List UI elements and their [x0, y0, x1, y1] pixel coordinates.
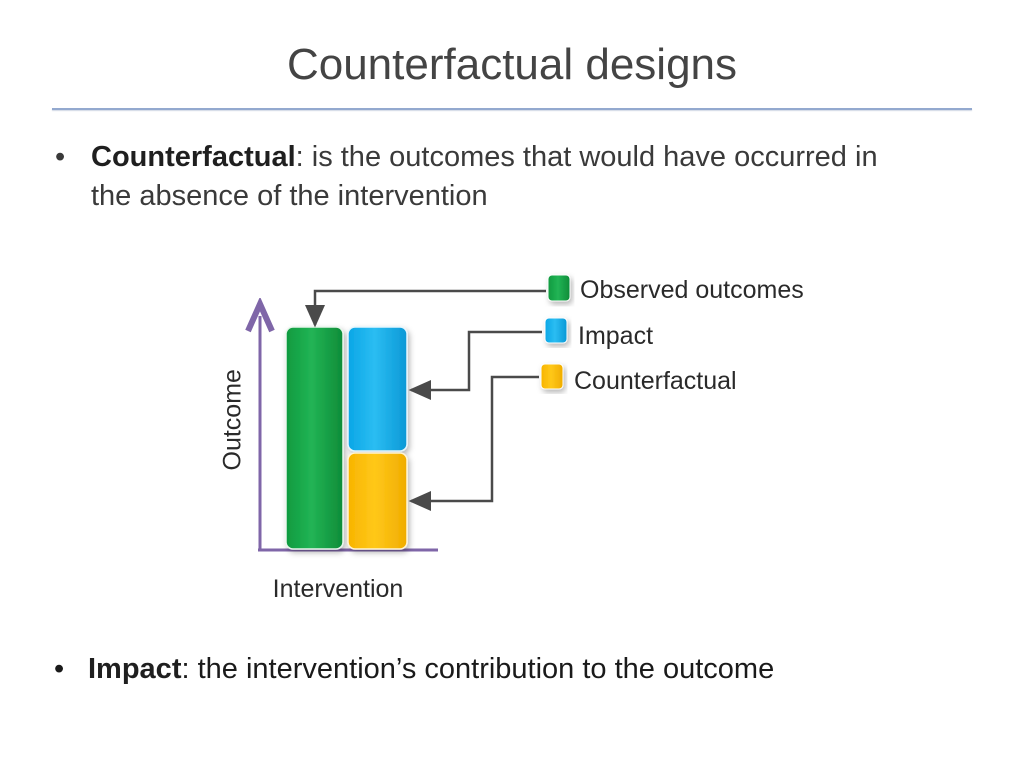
impact-connector-arrow [408, 330, 542, 400]
bullet-dot: • [55, 141, 66, 173]
legend-swatch-impact [544, 317, 568, 344]
bullet-counterfactual: • Counterfactual: is the outcomes that w… [55, 138, 881, 216]
legend-swatch-observed [547, 274, 571, 302]
counterfactual-connector-arrow [408, 375, 539, 511]
bullet-impact: • Impact: the intervention’s contributio… [54, 650, 968, 689]
bullet-dot: • [54, 653, 65, 685]
observed-outcomes-bar [285, 326, 344, 550]
bullet-text: : the intervention’s contribution to the… [181, 653, 775, 685]
x-axis-label: Intervention [272, 575, 404, 603]
slide-title: Counterfactual designs [286, 40, 738, 89]
bullet-term: Impact [88, 653, 182, 685]
y-axis-label: Outcome [218, 369, 247, 471]
counterfactual-bar [347, 452, 408, 550]
legend-swatch-counterfactual [540, 363, 564, 390]
impact-bar [347, 326, 408, 452]
observed-connector-arrow [305, 289, 546, 328]
legend-label-impact: Impact [578, 322, 654, 350]
title-divider [52, 108, 972, 110]
legend-label-observed: Observed outcomes [580, 276, 804, 304]
bullet-term: Counterfactual [91, 141, 296, 173]
bullet-text: : is the outcomes that would have occurr… [91, 141, 878, 212]
legend-label-counterfactual: Counterfactual [574, 367, 737, 395]
